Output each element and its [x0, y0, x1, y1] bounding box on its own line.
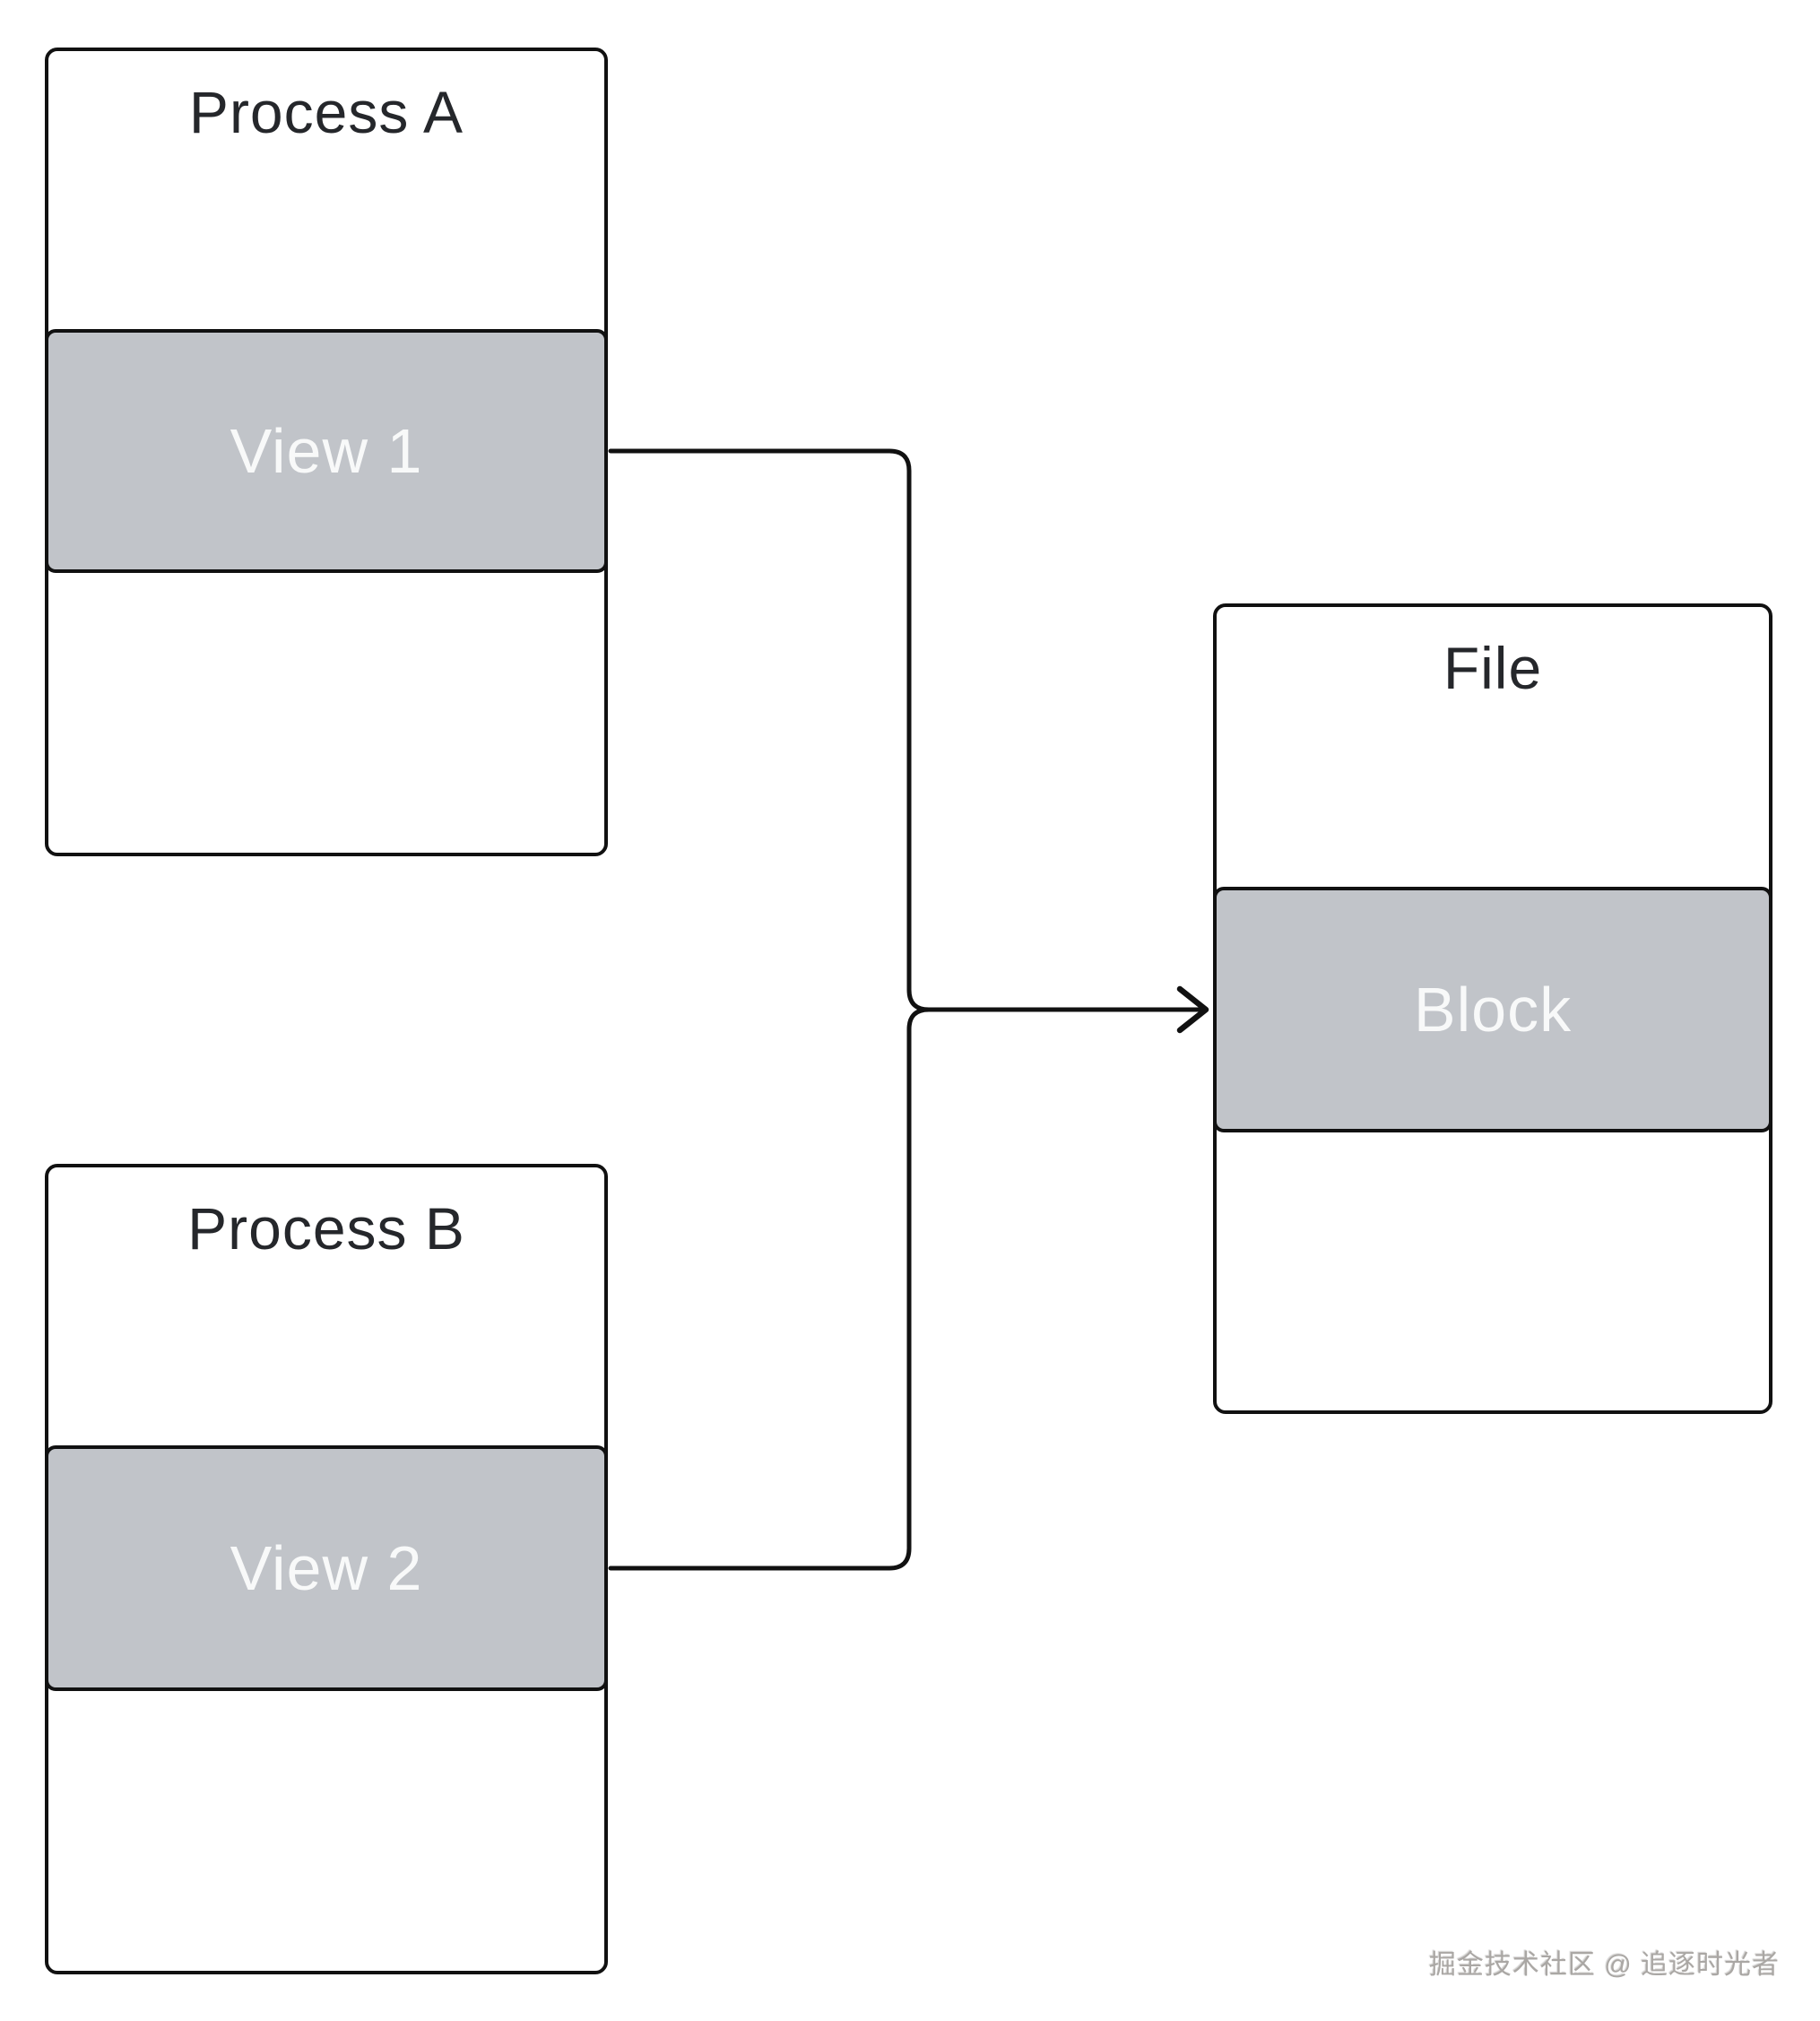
- view1-to-block-connector: [608, 448, 1204, 1012]
- file-box: File Block: [1213, 603, 1772, 1414]
- process-b-title: Process B: [187, 1195, 465, 1262]
- process-a-title: Process A: [188, 79, 464, 145]
- process-b-box: Process B View 2: [45, 1164, 608, 1974]
- watermark: 掘金技术社区 @ 追逐时光者: [1428, 1950, 1780, 1980]
- arrowhead-icon: [1176, 985, 1209, 1034]
- view-1-band: View 1: [45, 329, 608, 573]
- file-title: File: [1443, 635, 1543, 701]
- block-band: Block: [1213, 887, 1772, 1132]
- view-2-band: View 2: [45, 1445, 608, 1691]
- process-a-box: Process A View 1: [45, 48, 608, 856]
- view2-to-block-connector: [608, 1007, 1204, 1571]
- block-label: Block: [1413, 975, 1573, 1045]
- view-2-label: View 2: [230, 1533, 423, 1603]
- view-1-label: View 1: [230, 416, 423, 486]
